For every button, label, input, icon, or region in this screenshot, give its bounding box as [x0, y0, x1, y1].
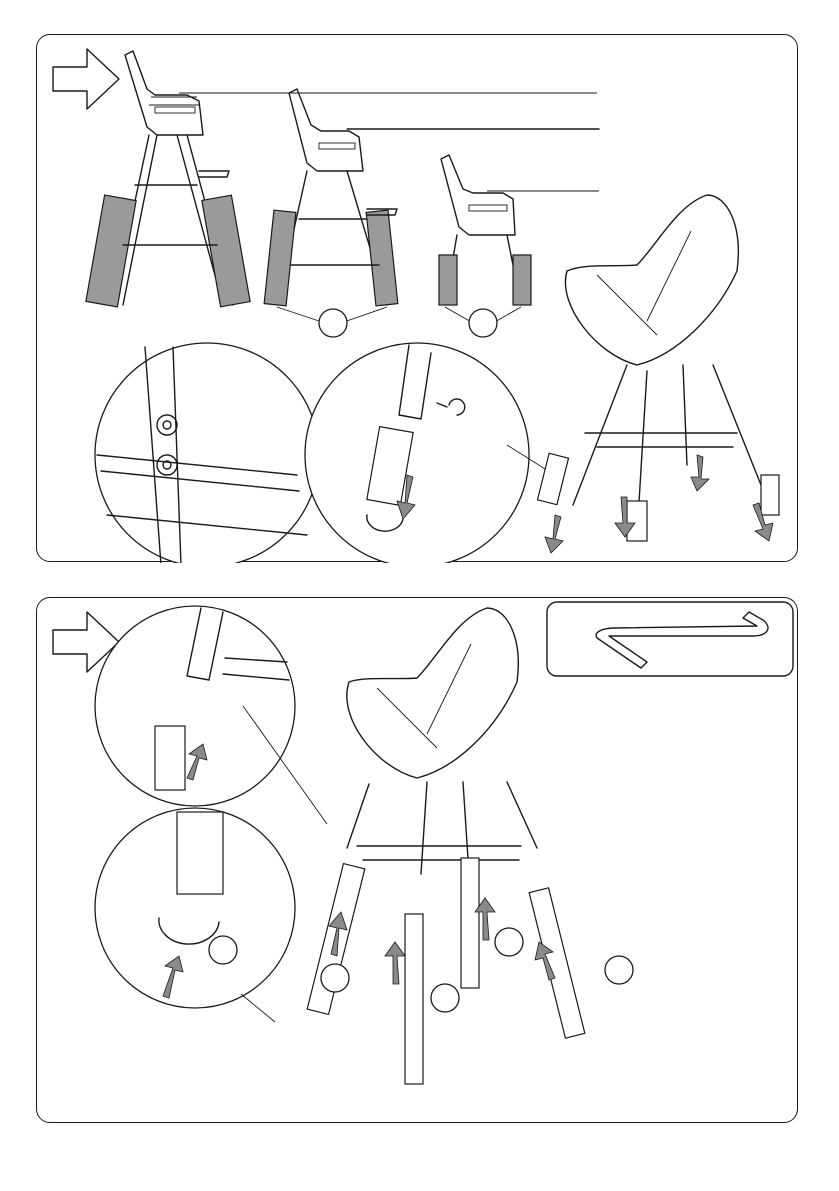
callout-marker [319, 309, 347, 337]
step-1-illustration [37, 35, 799, 563]
callout-marker [321, 964, 349, 992]
chair-medium [264, 89, 599, 337]
callout-marker [605, 956, 633, 984]
outline-arrow-right-icon [53, 49, 119, 109]
detail-leg-insert [95, 606, 327, 824]
detail-bolt-view [95, 343, 319, 563]
tool-box [547, 602, 793, 676]
step-panel-1 [36, 34, 798, 562]
callout-marker [495, 928, 523, 956]
callout-marker [431, 984, 459, 1012]
chair-assembled [537, 195, 779, 553]
chair-low [439, 155, 599, 337]
detail-foot-insert [95, 808, 295, 1022]
callout-marker [469, 309, 497, 337]
step-2-illustration [37, 598, 799, 1124]
callout-marker [209, 936, 237, 964]
allen-key-icon [596, 612, 768, 668]
step-panel-2 [36, 597, 798, 1123]
chair-assembly-leg-removed [307, 608, 633, 1084]
detail-foot-view [305, 343, 561, 563]
